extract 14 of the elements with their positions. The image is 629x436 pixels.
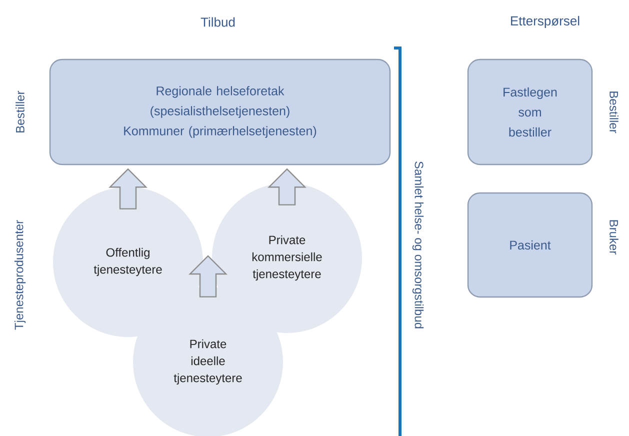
row-label: Bruker [610, 220, 618, 254]
rounded-box: Pasient [467, 192, 593, 298]
block-arrow [268, 168, 306, 206]
column-heading: Etterspørsel [511, 16, 580, 28]
row-label: Bestiller [16, 90, 24, 132]
column-heading: Tilbud [200, 17, 235, 27]
block-arrow [108, 168, 148, 210]
node-label: Private ideelle tjenesteytere [174, 339, 242, 385]
rounded-box: Fastlegen som bestiller [467, 58, 593, 166]
block-arrow [188, 255, 228, 298]
row-label: Bestiller [610, 92, 618, 134]
rounded-box: Regionale helseforetak (spesialisthelsetjenesten) Kommuner (primærhelsetjenesten) [49, 58, 391, 166]
bracket-label: Samlet helse- og omsorgstilbud [412, 162, 424, 328]
row-label: Tjenesteprodusenter [14, 220, 26, 330]
